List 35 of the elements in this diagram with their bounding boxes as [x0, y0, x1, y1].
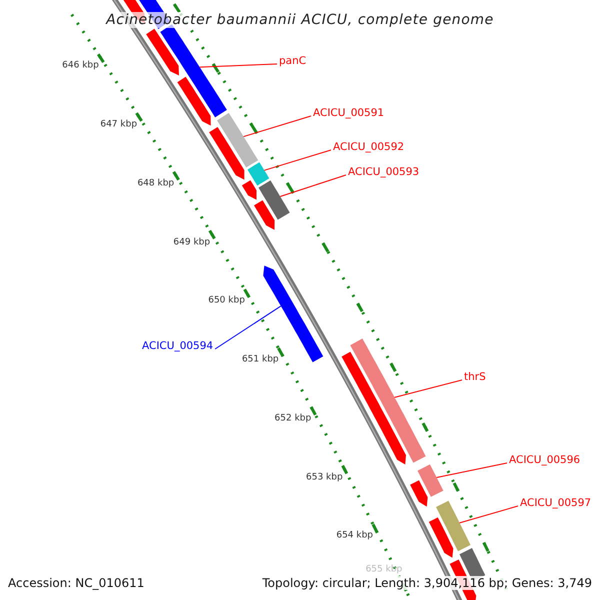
position-label: 647 kbp — [100, 120, 138, 131]
position-label: 650 kbp — [208, 296, 245, 307]
leader-line — [214, 306, 282, 350]
gene-block — [436, 500, 470, 552]
gene-block — [258, 180, 290, 220]
gene-label: ACICU_00596 — [509, 454, 580, 466]
position-label: 653 kbp — [306, 472, 343, 484]
leader-line — [436, 462, 508, 478]
genome-stats-text: Topology: circular; Length: 3,904,116 bp; Genes: 3,749 — [262, 576, 592, 590]
gene-feature — [263, 266, 324, 362]
gene-label: thrS — [464, 371, 486, 383]
leader-line — [243, 116, 312, 138]
gene-label: ACICU_00597 — [520, 497, 592, 509]
leader-line — [280, 174, 346, 197]
position-label: 655 kbp — [366, 564, 402, 576]
leader-line — [264, 150, 332, 171]
accession-text: Accession: NC_010611 — [8, 576, 144, 590]
position-label: 654 kbp — [336, 530, 374, 542]
gene-block — [418, 464, 444, 497]
position-label: 646 kbp — [62, 60, 99, 72]
gene-label: ACICU_00593 — [348, 166, 420, 178]
gene-label: ACICU_00591 — [313, 107, 384, 119]
leader-line — [459, 506, 518, 524]
gene-block — [217, 112, 258, 168]
position-label: 649 kbp — [173, 237, 210, 248]
gene-label: ACICU_00594 — [142, 340, 214, 352]
leader-line — [199, 64, 278, 68]
position-label: 648 kbp — [137, 178, 174, 190]
gene-block — [350, 338, 426, 463]
position-label: 652 kbp — [274, 413, 312, 424]
gene-label: panC — [279, 55, 306, 67]
gene-label: ACICU_00592 — [333, 141, 404, 153]
position-label: 651 kbp — [242, 354, 279, 366]
leader-line — [394, 380, 462, 398]
gene-block — [248, 162, 270, 186]
